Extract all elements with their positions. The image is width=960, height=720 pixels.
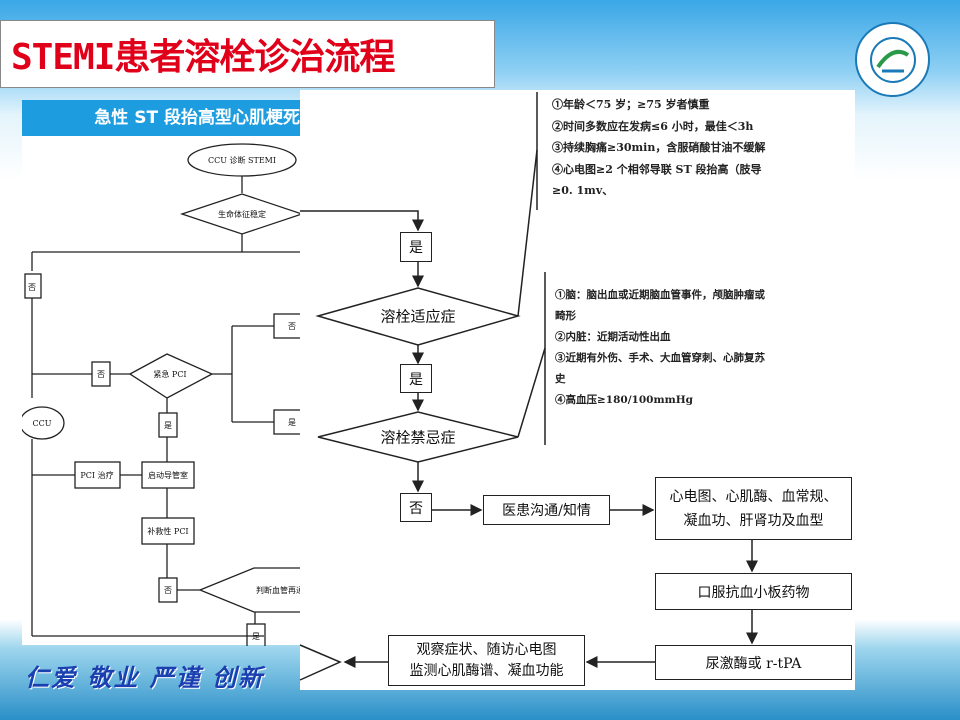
communication-box: 医患沟通/知情 [483,495,610,525]
start-label: CCU 诊断 STEMI [208,155,276,165]
indication-item: ③持续胸痛≥30min，含服硝酸甘油不缓解 [552,141,766,154]
judge-reperfusion-label: 判断血管再通 [256,585,302,595]
indication-item: ①年龄＜75 岁；≥75 岁者慎重 [552,98,710,111]
indication-diamond [315,287,521,346]
vital-signs-label: 生命体征稳定 [218,209,266,219]
observe-box: 观察症状、随访心电图 监测心肌酶谱、凝血功能 [388,635,585,686]
vital-signs-diamond [179,193,302,235]
contraindication-item: ④高血压≥180/100mmHg [555,394,693,406]
indication-item: ≥0. 1mv、 [552,184,614,197]
no-label-1: 否 [28,283,36,292]
emergency-pci-label: 紧急 PCI [153,369,186,379]
contraindication-item: ②内脏：近期活动性出血 [555,331,671,343]
slide-title-box: STEMI患者溶栓诊治流程 [0,20,495,88]
yes-label-2: 是 [252,632,260,641]
observe-line-1: 观察症状、随访心电图 [416,641,557,658]
thrombolytic-box: 尿激酶或 r-tPA [655,645,852,680]
pci-treatment-label: PCI 治疗 [80,470,113,480]
contraindication-label: 溶栓禁忌症 [380,428,456,447]
indication-item: ④心电图≥2 个相邻导联 ST 段抬高（肢导 [552,162,762,176]
left-flowchart-header: 急性 ST 段抬高型心肌梗死 [22,100,302,136]
yes-label-3: 是 [288,418,296,427]
left-flowchart: CCU 诊断 STEMI 生命体征稳定 否 CCU 紧急 PCI 否 是 启动导… [22,143,302,646]
observe-line-2: 监测心肌酶谱、凝血功能 [409,662,564,679]
antiplatelet-box: 口服抗血小板药物 [655,573,852,610]
ccu-label: CCU [33,419,52,428]
slogan: 仁爱 敬业 严谨 创新 [25,663,265,692]
contraindication-diamond [317,411,519,463]
yes-label-1: 是 [164,421,172,430]
indications-list: ①年龄＜75 岁；≥75 岁者慎重 ②时间多数应在发病≤6 小时，最佳＜3h ③… [552,94,765,202]
no-label-4: 否 [288,322,296,331]
hospital-logo [855,22,930,97]
left-flowchart-image [22,100,302,645]
contraindications-list: ①脑：脑出血或近期脑血管事件，颅脑肿瘤或 畸形 ②内脏：近期活动性出血 ③近期有… [555,285,765,411]
yes-box-a: 是 [400,232,432,262]
tests-box: 心电图、心肌酶、血常规、凝血功、肝肾功及血型 [655,477,852,540]
contraindication-item: 史 [555,373,566,385]
logo-emblem-icon [869,36,916,83]
contraindication-item: 畸形 [555,310,576,322]
rescue-pci-label: 补救性 PCI [147,526,188,536]
indication-item: ②时间多数应在发病≤6 小时，最佳＜3h [552,119,754,133]
contraindication-item: ③近期有外伤、手术、大血管穿刺、心肺复苏 [555,352,765,364]
start-cath-lab-label: 启动导管室 [148,470,188,480]
contraindication-item: ①脑：脑出血或近期脑血管事件，颅脑肿瘤或 [555,289,765,301]
slide-title: STEMI患者溶栓诊治流程 [11,37,395,78]
indication-label: 溶栓适应症 [380,307,456,326]
yes-box-b: 是 [400,364,432,393]
no-label-2: 否 [97,370,105,379]
no-label-3: 否 [164,586,172,595]
no-box: 否 [400,493,432,522]
